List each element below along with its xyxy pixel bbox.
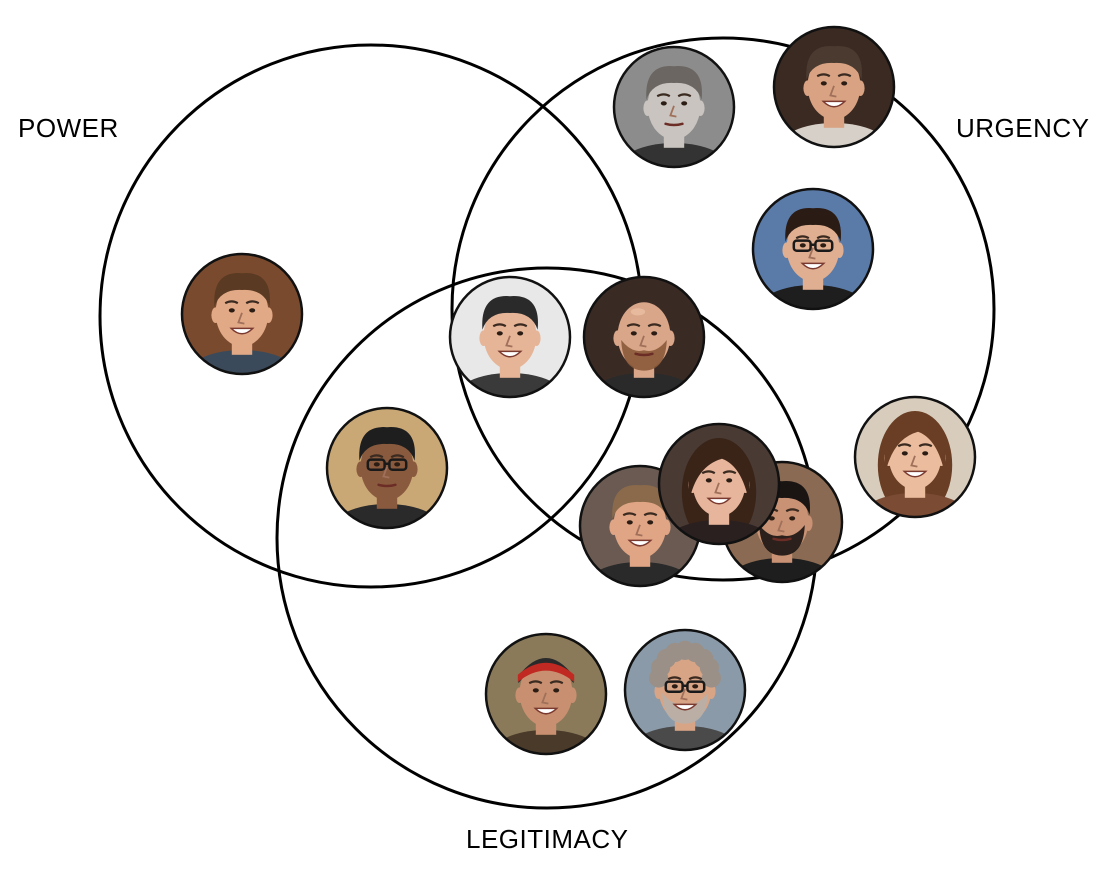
avatar-center-man-dark-hair: [448, 275, 572, 399]
avatar-power-only-man: [180, 252, 304, 376]
urgency-label: URGENCY: [956, 113, 1090, 143]
avatar-urgency-legitimacy-woman: [657, 422, 781, 546]
avatar-urgency-woman: [853, 395, 977, 519]
urgency-circle: [450, 36, 996, 582]
avatar-legitimacy-man-headband: [484, 632, 608, 756]
avatar-center-man-bald-beard: [582, 275, 706, 399]
power-label: POWER: [18, 113, 119, 143]
avatar-urgency-man-glasses: [751, 187, 875, 311]
avatar-legitimacy-man-gray-glasses: [623, 628, 747, 752]
avatar-urgency-man-smiling: [772, 25, 896, 149]
avatar-power-legitimacy-man-glasses: [325, 406, 449, 530]
legitimacy-label: LEGITIMACY: [466, 824, 628, 854]
stakeholder-avatars: [180, 25, 977, 756]
avatar-urgency-legitimacy-man-blond: [578, 464, 702, 588]
avatar-urgency-man-grayscale: [612, 45, 736, 169]
